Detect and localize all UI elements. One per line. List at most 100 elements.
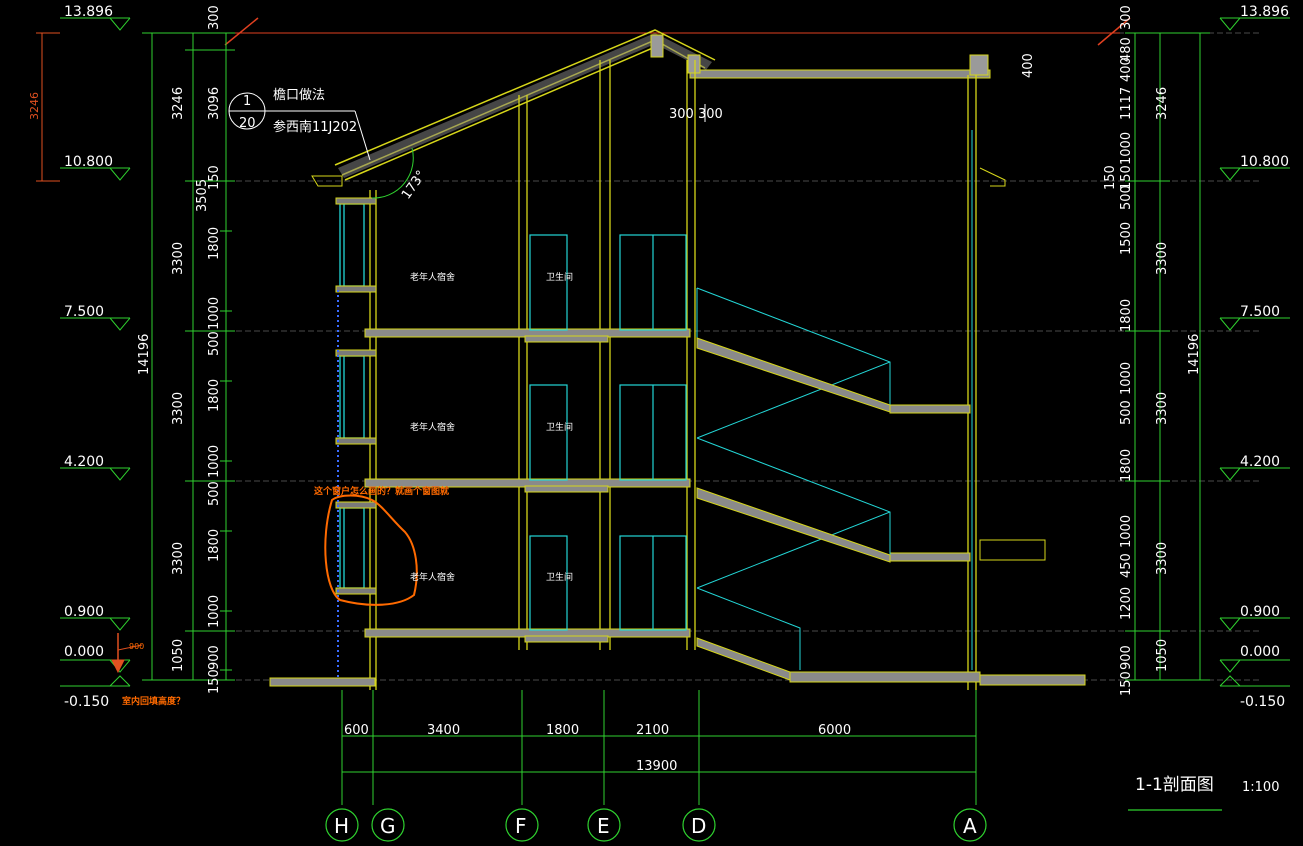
detail-number: 1 [243,94,251,109]
eave-right [979,167,1006,187]
elev-left-7: -0.150 [64,694,109,710]
left-inner-500a: 500 [207,331,222,356]
elev-right-6: 0.000 [1240,644,1280,660]
right-inner-500b: 500 [1119,400,1134,425]
left-inner-150: 150 [207,165,222,190]
left-inner-150b: 150 [207,669,222,694]
axis-H: H [334,814,349,838]
left-inner-1000c: 1000 [207,595,222,628]
left-dim-3300a: 3300 [171,242,186,275]
right-dim-3246: 3246 [1155,87,1170,120]
roof-angle-arc [371,147,414,199]
right-dim-3300b: 3300 [1155,392,1170,425]
elevation-triangles [60,17,1290,687]
left-inner-1000b: 1000 [207,445,222,478]
bottom-dim-6000: 6000 [818,723,851,738]
left-window-frames [335,197,377,595]
left-dim-3246: 3246 [171,87,186,120]
roof-fill [338,33,712,178]
left-red-dimension [36,32,60,182]
bottom-dim-2100: 2100 [636,723,669,738]
right-inner-1800a: 1800 [1119,299,1134,332]
left-inner-3096: 3096 [207,87,222,120]
orange-sill-marker [111,633,143,674]
room-label-2f-left: 老年人宿舍 [410,421,455,433]
elev-left-1: 13.896 [64,4,113,20]
axis-A: A [963,814,977,838]
axis-bubbles [325,808,987,842]
right-inner-1000a: 1000 [1119,132,1134,165]
axis-D: D [691,814,706,838]
left-inner-500b: 500 [207,481,222,506]
right-inner-480: 480 [1119,37,1134,62]
right-inner-1500: 1500 [1119,222,1134,255]
stair-outlines [696,287,891,670]
red-slash-right [1097,17,1131,46]
bottom-dim-600: 600 [344,723,369,738]
elev-right-4: 4.200 [1240,454,1280,470]
detail-reference: 参西南11J202 [273,119,357,135]
right-dim-3300c: 3300 [1155,542,1170,575]
elev-left-3: 7.500 [64,304,104,320]
left-dim-150-a: 150 [1103,165,1118,190]
bottom-dim-total: 13900 [636,759,677,774]
detail-callout [228,92,371,161]
red-slash-left [224,17,259,46]
right-inner-1200: 1200 [1119,587,1134,620]
gutter-left [311,175,343,187]
doors [529,234,687,631]
left-inner-300: 300 [207,5,222,30]
detail-title: 檐口做法 [273,88,325,103]
left-red-dim-text: 3246 [28,92,41,120]
left-dim-1050: 1050 [171,639,186,672]
stair-runs [696,337,891,681]
right-inner-150b: 150 [1119,671,1134,696]
right-inner-1000c: 1000 [1119,515,1134,548]
right-dim-1050: 1050 [1155,639,1170,672]
detail-sheet: 20 [239,116,256,131]
room-label-1f-left: 老年人宿舍 [410,571,455,583]
axis-E: E [597,814,610,838]
floor-slabs [269,328,1086,687]
elev-right-3: 7.500 [1240,304,1280,320]
left-dim-3505: 3505 [195,179,210,212]
roof-angle: 173° [399,168,429,202]
left-inner-1800a: 1800 [207,227,222,260]
roof-dim-300-300: 300 300 [669,107,723,122]
elev-left-4: 4.200 [64,454,104,470]
review-note-sill: 室内回填高度？ [122,695,185,707]
review-note-window: 这个窗户怎么画的？就画个窗图就 [314,485,449,497]
right-inner-300: 300 [1119,5,1134,30]
right-inner-450: 450 [1119,553,1134,578]
elev-right-2: 10.800 [1240,154,1289,170]
axis-G: G [380,814,396,838]
right-inner-400: 400 [1119,57,1134,82]
right-inner-1000b: 1000 [1119,362,1134,395]
right-inner-900: 900 [1119,645,1134,670]
left-dimension-lines [142,32,235,681]
right-inner-1117: 1117 [1119,87,1134,120]
right-inner-150: 150 [1119,165,1134,190]
elev-left-2: 10.800 [64,154,113,170]
left-inner-1000a: 1000 [207,297,222,330]
sill-900-label: 900 [129,642,144,651]
drawing-title: 1-1剖面图 [1135,775,1214,795]
left-inner-900: 900 [207,645,222,670]
left-dim-3300c: 3300 [171,542,186,575]
left-dim-3300b: 3300 [171,392,186,425]
ridge-block [650,34,664,58]
columns [369,60,977,690]
room-label-3f-bath: 卫生间 [546,271,573,283]
bottom-dimension-lines [341,690,977,805]
axis-F: F [515,814,527,838]
room-label-1f-bath: 卫生间 [546,571,573,583]
left-inner-1800b: 1800 [207,379,222,412]
flat-roof [687,54,991,79]
elev-right-7: -0.150 [1240,694,1285,710]
left-dim-total: 14196 [137,334,152,375]
elev-right-1: 13.896 [1240,4,1289,20]
room-label-3f-left: 老年人宿舍 [410,271,455,283]
